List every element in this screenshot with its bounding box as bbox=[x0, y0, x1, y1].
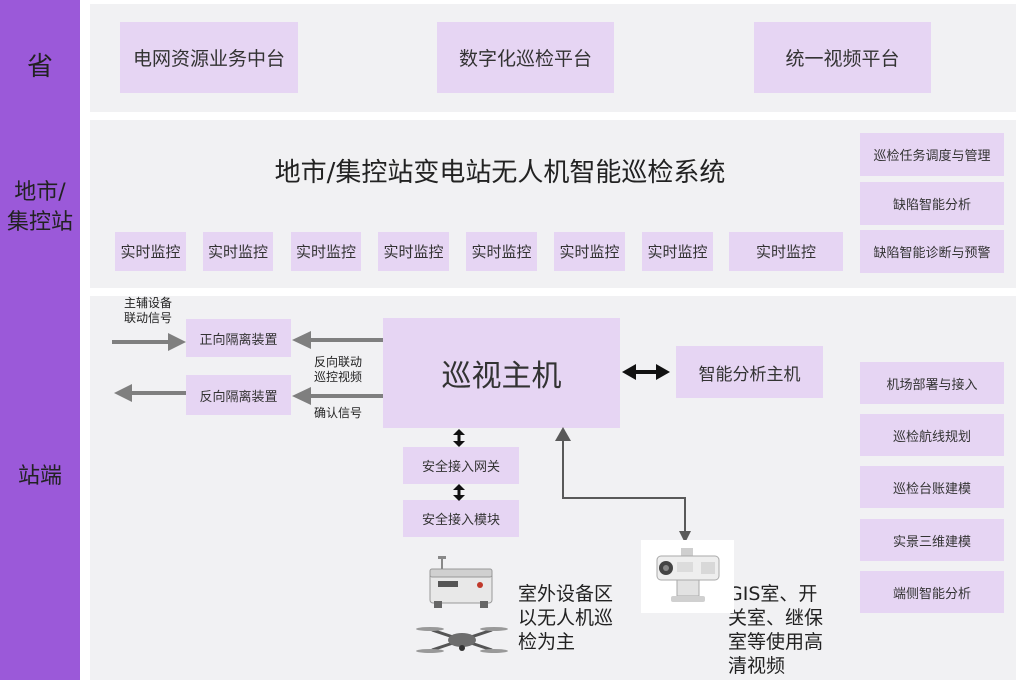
level-station-label: 站端 bbox=[17, 464, 62, 489]
monitor-box: 实时监控 bbox=[466, 232, 537, 271]
level-city-label: 地市/ 集控站 bbox=[6, 180, 73, 235]
monitor-box: 实时监控 bbox=[378, 232, 449, 271]
level-sidebar bbox=[0, 0, 80, 680]
station-function-3d-modeling: 实景三维建模 bbox=[860, 519, 1004, 561]
station-function-route-planning: 巡检航线规划 bbox=[860, 414, 1004, 456]
drone-dock-image bbox=[422, 555, 502, 613]
city-function-task-scheduling: 巡检任务调度与管理 bbox=[860, 133, 1004, 176]
monitor-box: 实时监控 bbox=[203, 232, 273, 271]
intelligent-analysis-host: 智能分析主机 bbox=[676, 346, 823, 398]
inspection-main-host: 巡视主机 bbox=[383, 318, 620, 428]
monitor-box: 实时监控 bbox=[291, 232, 361, 271]
drone-image bbox=[414, 620, 510, 660]
main-aux-signal-arrow bbox=[112, 333, 186, 351]
reverse-isolation-device: 反向隔离装置 bbox=[186, 375, 291, 415]
indoor-area-text: GIS室、开 关室、继保 室等使用高 清视频 bbox=[728, 583, 824, 677]
host-gateway-double-arrow bbox=[453, 429, 465, 447]
city-function-defect-analysis: 缺陷智能分析 bbox=[860, 182, 1004, 225]
level-province-label: 省 bbox=[26, 52, 53, 82]
security-access-gateway: 安全接入网关 bbox=[403, 447, 519, 484]
gateway-module-double-arrow bbox=[453, 484, 465, 501]
host-analysis-double-arrow bbox=[622, 364, 670, 380]
confirm-signal-label: 确认信号 bbox=[313, 406, 362, 420]
city-system-title: 地市/集控站变电站无人机智能巡检系统 bbox=[274, 158, 726, 188]
station-function-edge-analysis: 端侧智能分析 bbox=[860, 571, 1004, 613]
host-to-reverse-isolation-arrow bbox=[292, 387, 383, 405]
forward-isolation-device: 正向隔离装置 bbox=[186, 319, 291, 357]
hd-camera-image bbox=[641, 540, 734, 613]
province-box-resource-platform: 电网资源业务中台 bbox=[120, 22, 298, 93]
reverse-isolation-out-arrow bbox=[114, 384, 186, 402]
city-function-defect-diagnosis: 缺陷智能诊断与预警 bbox=[860, 230, 1004, 273]
monitor-box: 实时监控 bbox=[729, 232, 843, 271]
reverse-video-label: 反向联动 巡控视频 bbox=[313, 355, 362, 384]
host-to-forward-isolation-arrow bbox=[292, 331, 383, 349]
main-aux-signal-label: 主辅设备 联动信号 bbox=[123, 296, 172, 325]
province-box-inspection-platform: 数字化巡检平台 bbox=[437, 22, 614, 93]
province-box-video-platform: 统一视频平台 bbox=[754, 22, 931, 93]
monitor-box: 实时监控 bbox=[554, 232, 625, 271]
monitor-box: 实时监控 bbox=[642, 232, 713, 271]
outdoor-area-text: 室外设备区 以无人机巡 检为主 bbox=[518, 583, 614, 653]
station-function-airport-deploy: 机场部署与接入 bbox=[860, 362, 1004, 404]
monitor-box: 实时监控 bbox=[115, 232, 186, 271]
security-access-module: 安全接入模块 bbox=[403, 500, 519, 537]
camera-host-connector bbox=[555, 427, 691, 543]
station-function-ledger-modeling: 巡检台账建模 bbox=[860, 466, 1004, 508]
